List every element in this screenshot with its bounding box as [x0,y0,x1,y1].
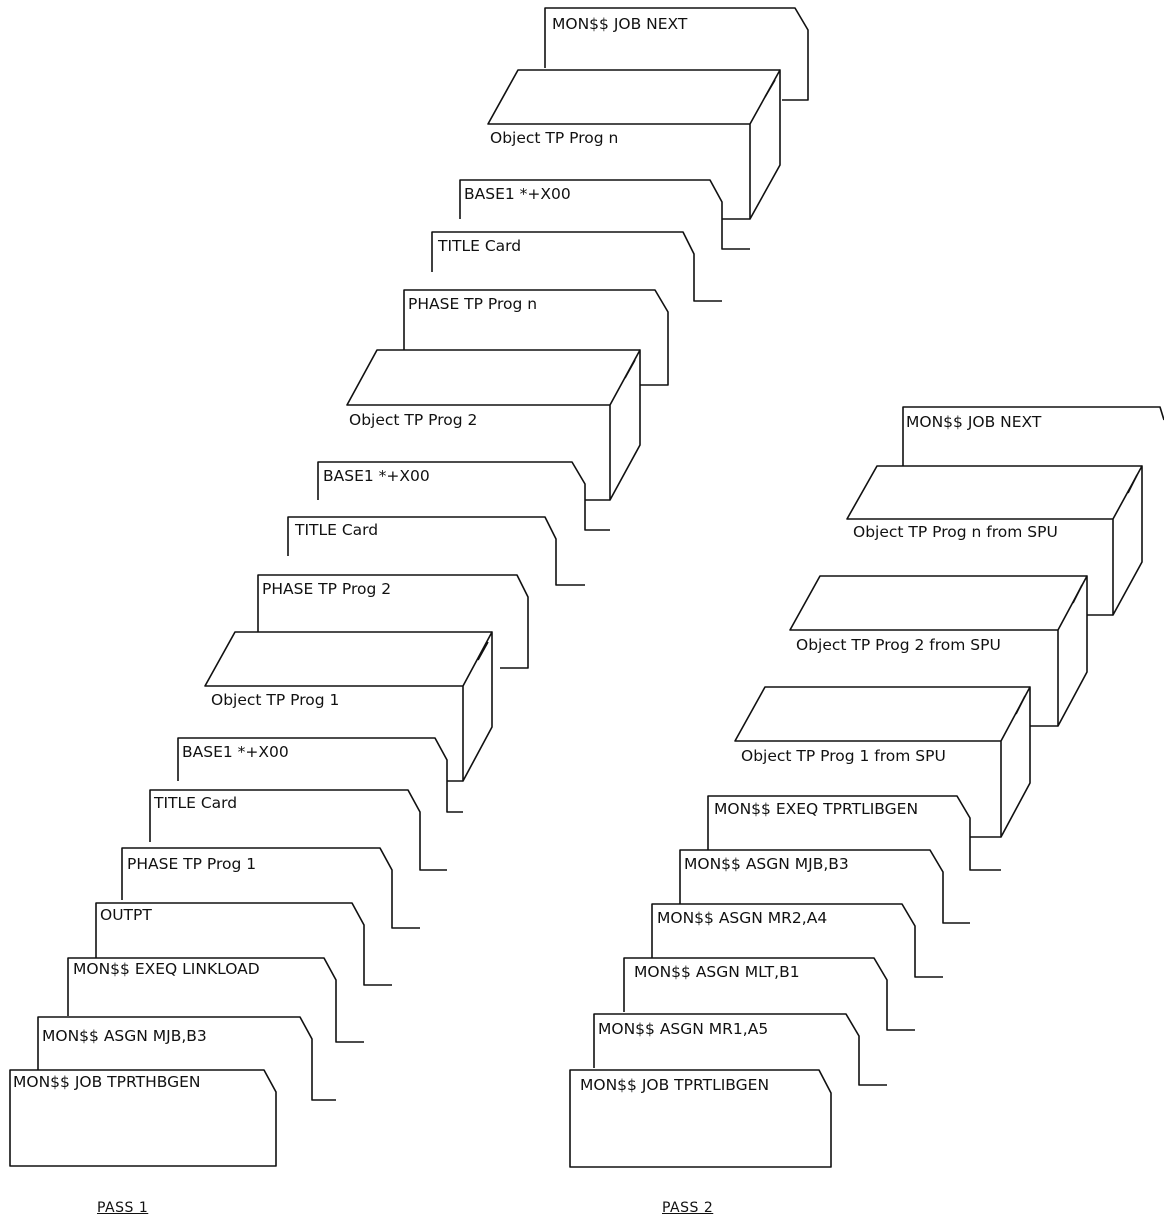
card-label: MON$$ EXEQ TPRTLIBGEN [714,800,918,818]
card-label: MON$$ JOB NEXT [552,15,687,33]
pass-1-caption: PASS 1 [97,1200,148,1216]
card-label: PHASE TP Prog 2 [262,580,391,598]
card-label: BASE1 *+X00 [323,467,430,485]
card-label: MON$$ JOB TPRTLIBGEN [580,1076,769,1094]
card-label: BASE1 *+X00 [182,743,289,761]
card-label: BASE1 *+X00 [464,185,571,203]
card-label: MON$$ ASGN MR1,A5 [598,1020,768,1038]
card-label: TITLE Card [438,237,521,255]
card-label: MON$$ ASGN MJB,B3 [42,1027,207,1045]
card-label: OUTPT [100,906,152,924]
card-label: MON$$ ASGN MJB,B3 [684,855,849,873]
card-label: MON$$ ASGN MLT,B1 [634,963,800,981]
card-label: Object TP Prog n [490,129,618,147]
card-label: Object TP Prog 2 [349,411,477,429]
card-label: MON$$ EXEQ LINKLOAD [73,960,260,978]
card-label: TITLE Card [295,521,378,539]
card-label: Object TP Prog 2 from SPU [796,636,1001,654]
card-label: TITLE Card [154,794,237,812]
pass-2-caption: PASS 2 [662,1200,713,1216]
card-label: Object TP Prog 1 from SPU [741,747,946,765]
card-label: Object TP Prog n from SPU [853,523,1058,541]
card-label: PHASE TP Prog n [408,295,537,313]
card-label: MON$$ JOB TPRTHBGEN [13,1073,201,1091]
card-label: MON$$ ASGN MR2,A4 [657,909,827,927]
card-label: PHASE TP Prog 1 [127,855,256,873]
card-label: Object TP Prog 1 [211,691,339,709]
card-label: MON$$ JOB NEXT [906,413,1041,431]
